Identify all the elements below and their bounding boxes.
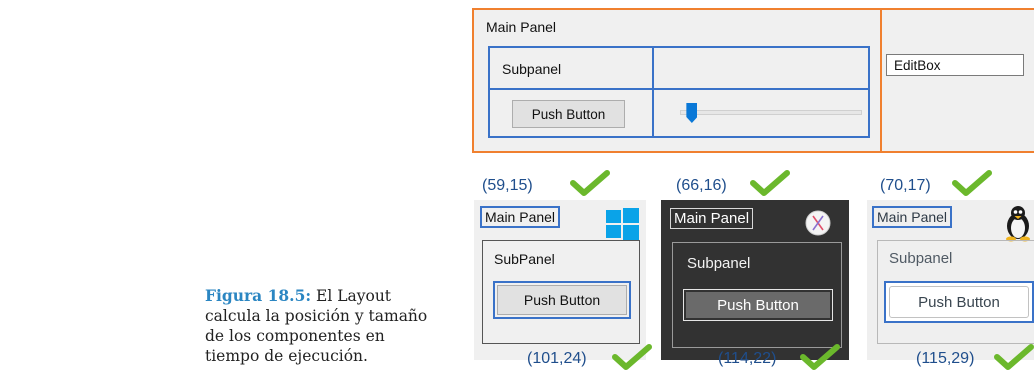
subpanel-label: Subpanel: [502, 61, 562, 77]
windows-push-button-label: Push Button: [497, 285, 627, 315]
checkmark-icon: [800, 344, 840, 370]
windows-push-button-size: (101,24): [527, 350, 587, 367]
checkmark-icon: [570, 170, 610, 196]
linux-push-button-label: Push Button: [889, 286, 1029, 318]
checkmark-icon: [750, 170, 790, 196]
slider-thumb[interactable]: [686, 103, 698, 123]
macos-main-panel-label: Main Panel: [670, 208, 754, 229]
windows-subpanel: SubPanel Push Button: [482, 240, 640, 344]
subpanel-row-divider: [490, 88, 868, 90]
figure-caption: Figura 18.5: El Layout calcula la posici…: [205, 286, 435, 366]
layout-main-panel: Main Panel Subpanel Push Button EditBox: [472, 8, 1034, 153]
editbox-field[interactable]: EditBox: [886, 54, 1024, 76]
linux-main-panel-size: (70,17): [880, 177, 931, 194]
linux-push-button[interactable]: Push Button: [884, 281, 1034, 323]
push-button[interactable]: Push Button: [512, 100, 625, 128]
macos-subpanel: Subpanel Push Button: [672, 242, 842, 348]
macos-main-panel-size: (66,16): [676, 177, 727, 194]
caption-text: El Layout calcula la posición y tamaño d…: [205, 287, 428, 365]
macos-push-button[interactable]: Push Button: [683, 289, 833, 321]
macos-push-button-size: (114,22): [718, 350, 777, 367]
windows-main-panel-size: (59,15): [482, 177, 533, 194]
macos-logo-icon: [805, 210, 831, 236]
windows-subpanel-label: SubPanel: [494, 251, 555, 267]
linux-subpanel-label: Subpanel: [889, 250, 953, 267]
windows-logo-icon: [606, 208, 639, 240]
linux-rendering: Main Panel Subpanel Push Button: [867, 200, 1034, 360]
macos-push-button-label: Push Button: [686, 292, 830, 318]
caption-label: Figura 18.5:: [205, 286, 312, 305]
linux-subpanel: Subpanel Push Button: [877, 240, 1034, 344]
windows-push-button[interactable]: Push Button: [493, 281, 631, 319]
macos-rendering: Main Panel Subpanel Push Button: [661, 200, 849, 360]
macos-subpanel-label: Subpanel: [687, 255, 751, 272]
subpanel-column-divider: [652, 48, 654, 136]
checkmark-icon: [952, 170, 992, 196]
windows-main-panel-label: Main Panel: [480, 206, 561, 228]
checkmark-icon: [994, 344, 1034, 370]
main-panel-label: Main Panel: [486, 19, 557, 35]
windows-rendering: Main Panel SubPanel Push Button: [474, 200, 646, 360]
checkmark-icon: [612, 344, 652, 370]
layout-subpanel: Subpanel Push Button: [488, 46, 870, 138]
tux-penguin-icon: [1006, 206, 1030, 242]
linux-push-button-size: (115,29): [916, 350, 975, 367]
layout-column-divider: [880, 10, 882, 151]
slider-track[interactable]: [680, 110, 862, 115]
linux-main-panel-label: Main Panel: [872, 206, 953, 228]
